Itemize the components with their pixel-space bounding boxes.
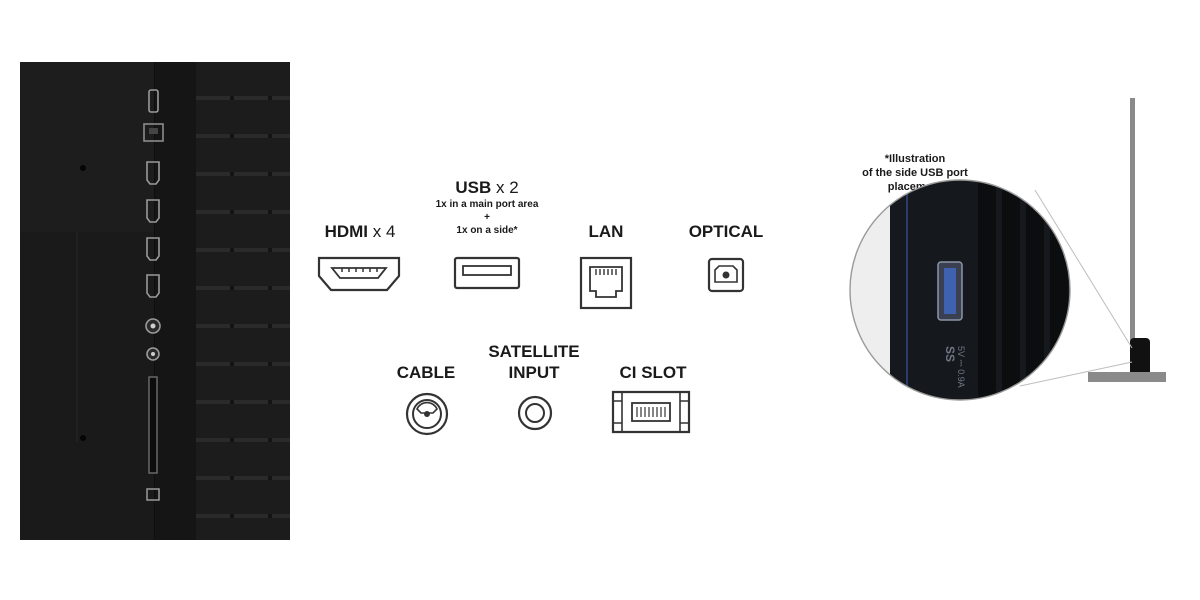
lan-label: LAN <box>588 222 624 241</box>
usb-count: x 2 <box>495 178 519 197</box>
hdmi-icon <box>317 256 401 292</box>
usb-name: USB <box>455 178 492 197</box>
lan-icon <box>579 256 633 310</box>
optical-icon <box>707 257 745 293</box>
port-marking-ss: SS <box>943 346 957 362</box>
panel-ports-drawing <box>76 89 164 501</box>
note-line2: of the side USB port <box>862 167 968 179</box>
zoom-line-bottom <box>1019 361 1133 387</box>
tv-back-panel <box>20 62 290 540</box>
cable-icon <box>405 392 449 436</box>
panel-lan-port <box>143 123 164 142</box>
panel-usb-port <box>148 89 159 113</box>
zoom-circle-border <box>849 179 1071 401</box>
optical-label: OPTICAL <box>688 222 764 241</box>
usb-note-plus: + <box>484 212 490 223</box>
hdmi-count: x 4 <box>372 222 396 241</box>
panel-lan-jack <box>149 128 158 134</box>
tv-side-bulge <box>1130 338 1150 376</box>
zoom-line-top <box>1034 189 1133 349</box>
usb-icon <box>453 256 521 290</box>
vent-grill <box>196 62 290 540</box>
mount-hole-bottom <box>80 435 86 441</box>
note-line1: *Illustration <box>884 153 946 165</box>
usb-note-main: 1x in a main port area <box>435 199 539 210</box>
panel-ci-slot <box>148 376 158 474</box>
ci-slot-icon <box>611 390 691 434</box>
panel-hdmi-port-3 <box>146 237 160 261</box>
satellite-label-line2: INPUT <box>508 363 560 382</box>
tv-side-profile <box>1130 98 1135 360</box>
port-rating: 5V ⎓ 0.9A <box>956 346 966 388</box>
satellite-label-line1: SATELLITE <box>488 342 580 361</box>
usb-note-side: 1x on a side* <box>456 225 518 236</box>
tv-stand <box>1088 372 1166 382</box>
mount-hole-top <box>80 165 86 171</box>
panel-hdmi-port-4 <box>146 274 160 298</box>
usb-label: USB x 2 <box>437 178 537 198</box>
ci-slot-label: CI SLOT <box>619 363 687 382</box>
zoom-content <box>850 180 1070 400</box>
satellite-icon <box>517 395 553 431</box>
panel-hdmi-port-2 <box>146 199 160 223</box>
cable-label: CABLE <box>396 363 456 382</box>
hdmi-label: HDMI x 4 <box>310 222 410 242</box>
panel-lower-area <box>20 232 154 540</box>
panel-optical-port <box>146 488 160 501</box>
hdmi-name: HDMI <box>324 222 369 241</box>
side-usb-illustration: SS 5V ⎓ 0.9A <box>849 98 1166 401</box>
panel-hdmi-port-1 <box>146 161 160 185</box>
